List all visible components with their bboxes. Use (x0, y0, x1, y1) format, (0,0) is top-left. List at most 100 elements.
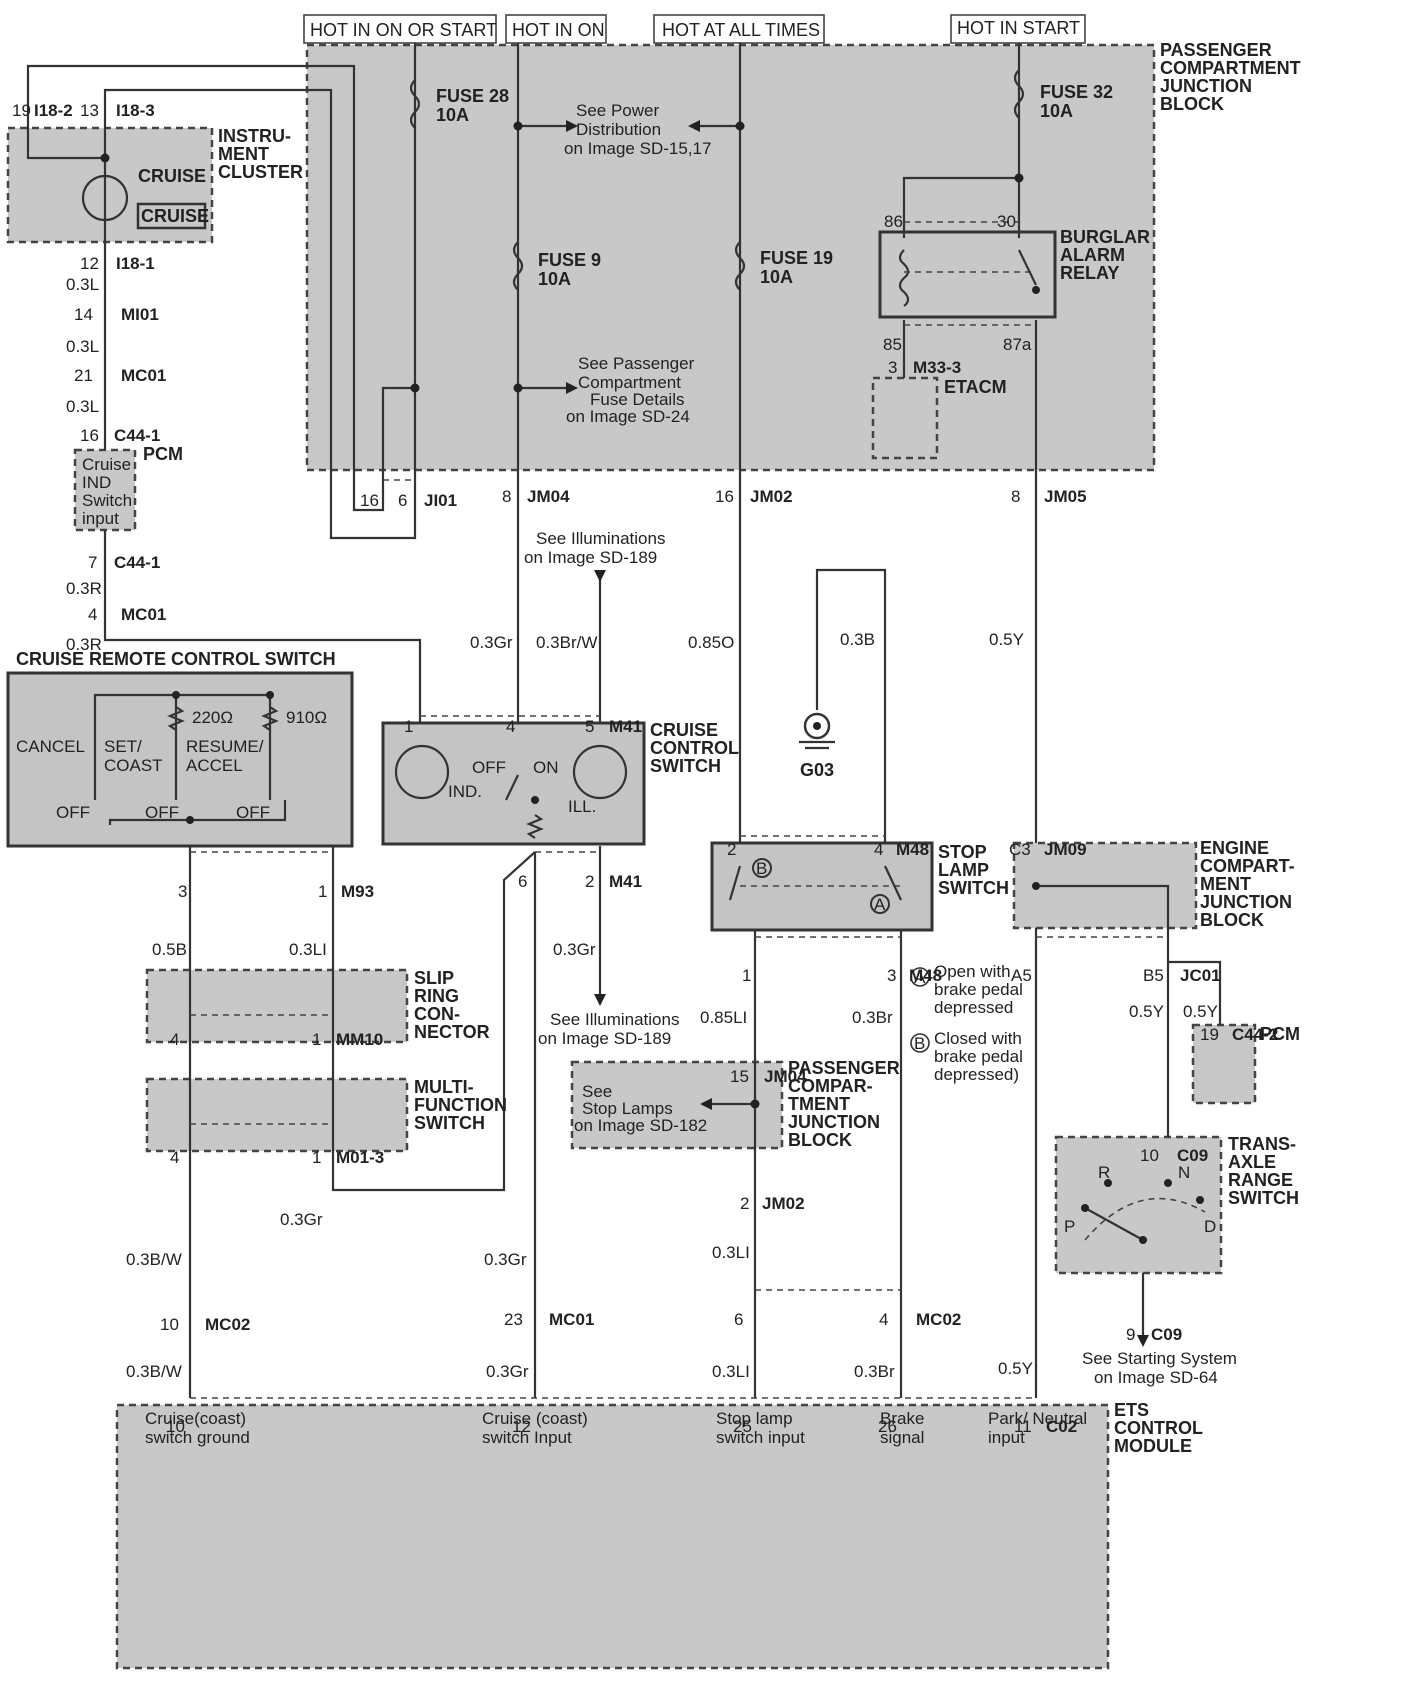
remote-off-1: OFF (56, 803, 90, 822)
cruise-indicator-label: CRUISE (141, 206, 209, 226)
multi-function-box (145, 1077, 409, 1153)
connector-label: 8 (1011, 487, 1020, 506)
connector-label: MC01 (121, 366, 166, 385)
trans-range-label: TRANS- (1228, 1134, 1296, 1154)
connector-label: 16 (80, 426, 99, 445)
ref-power-dist[interactable]: See Power (576, 101, 659, 120)
engine-jb-label: ENGINE (1200, 838, 1269, 858)
burglar-relay-label: ALARM (1060, 245, 1125, 265)
ccs-ind: IND. (448, 782, 482, 801)
reference-labels[interactable]: See Power Distribution on Image SD-15,17… (524, 101, 1237, 1387)
connector-label: JM04 (764, 1067, 807, 1086)
connector-label: 4 (88, 605, 97, 624)
connector-label: A5 (1011, 966, 1032, 985)
connector-label: JM09 (1044, 840, 1087, 859)
connector-label: 12 (512, 1417, 531, 1436)
note-b: Closed with (934, 1029, 1022, 1048)
ref-power-dist[interactable]: on Image SD-15,17 (564, 139, 711, 158)
ref-illum-bottom[interactable]: on Image SD-189 (538, 1029, 671, 1048)
connector-label: 0.5B (152, 940, 187, 959)
connector-label: 0.3R (66, 635, 102, 654)
trans-range-label: RANGE (1228, 1170, 1293, 1190)
trans-range-label: SWITCH (1228, 1188, 1299, 1208)
connector-label: 4 (506, 717, 515, 736)
ref-pcjb-fuse[interactable]: Compartment (578, 373, 681, 392)
fuse32-label: FUSE 32 (1040, 82, 1113, 102)
ref-illum-top[interactable]: on Image SD-189 (524, 548, 657, 567)
wires (26, 43, 1222, 1398)
connector-label: 1 (312, 1148, 321, 1167)
ccs-label: CRUISE (650, 720, 718, 740)
stop-lamp-label: LAMP (938, 860, 989, 880)
connector-label: MC01 (121, 605, 166, 624)
connector-label: 9 (1126, 1325, 1135, 1344)
junction-dots (100, 121, 1024, 1109)
connector-label: 0.3Br (854, 1362, 895, 1381)
connector-label: 1 (404, 717, 413, 736)
connector-label: 1 (742, 966, 751, 985)
component-labels: PASSENGER COMPARTMENT JUNCTION BLOCK INS… (16, 40, 1301, 1456)
remote-off-3: OFF (236, 803, 270, 822)
fuse32-rating: 10A (1040, 101, 1073, 121)
pcm-input-label: input (82, 509, 119, 528)
ref-starting[interactable]: See Starting System (1082, 1349, 1237, 1368)
fuse9-rating: 10A (538, 269, 571, 289)
connector-label: 0.3R (66, 579, 102, 598)
ref-illum-top[interactable]: See Illuminations (536, 529, 665, 548)
cruise-lamp (81, 174, 129, 222)
ref-stop-lamps[interactable]: on Image SD-182 (574, 1116, 707, 1135)
resistor-220: 220Ω (192, 708, 233, 727)
header-hot-on: HOT IN ON (512, 20, 605, 40)
ref-pcjb-fuse[interactable]: See Passenger (578, 354, 695, 373)
arrows (566, 120, 1149, 1347)
connector-label: 0.3LI (289, 940, 327, 959)
ets-input-stop-lamp: switch input (716, 1428, 805, 1447)
ref-pcjb-fuse[interactable]: Fuse Details (590, 390, 684, 409)
ccs-label: CONTROL (650, 738, 739, 758)
connector-label: MI01 (121, 305, 159, 324)
prnd-n: N (1178, 1163, 1190, 1182)
connector-label: 87a (1003, 335, 1032, 354)
multi-function-label: SWITCH (414, 1113, 485, 1133)
connector-label: 0.3L (66, 397, 99, 416)
connector-label: 10 (1140, 1146, 1159, 1165)
pcm-input-label: Cruise (82, 455, 131, 474)
ref-stop-lamps[interactable]: See (582, 1082, 612, 1101)
pcjb-top-label: COMPARTMENT (1160, 58, 1301, 78)
connector-label: M01-3 (336, 1148, 384, 1167)
connector-label: 6 (518, 872, 527, 891)
remote-set: SET/ (104, 737, 142, 756)
connector-label: 2 (740, 1194, 749, 1213)
burglar-relay-box (878, 230, 1057, 319)
connector-label: 85 (883, 335, 902, 354)
instrument-cluster-label: INSTRU- (218, 126, 291, 146)
ets-input-coast-input: Cruise (coast) (482, 1409, 588, 1428)
connector-label: 86 (884, 212, 903, 231)
engine-jb-label: COMPART- (1200, 856, 1295, 876)
connector-label: 30 (997, 212, 1016, 231)
connector-label: 0.3Br (852, 1008, 893, 1027)
instrument-cluster-label: MENT (218, 144, 269, 164)
switch-notes: A Open with brake pedal depressed B Clos… (910, 962, 1023, 1084)
connector-label: 0.5Y (1129, 1002, 1164, 1021)
remote-internals (93, 691, 287, 825)
ref-illum-bottom[interactable]: See Illuminations (550, 1010, 679, 1029)
connector-label: 0.3LI (712, 1243, 750, 1262)
connector-label: 4 (170, 1148, 179, 1167)
pcm-label: PCM (143, 444, 183, 464)
connector-label: 0.3L (66, 275, 99, 294)
fuse28-label: FUSE 28 (436, 86, 509, 106)
note-a: brake pedal (934, 980, 1023, 999)
ref-starting[interactable]: on Image SD-64 (1094, 1368, 1218, 1387)
connector-label: 4 (874, 840, 883, 859)
ref-pcjb-fuse[interactable]: on Image SD-24 (566, 407, 690, 426)
ref-power-dist[interactable]: Distribution (576, 120, 661, 139)
ets-label: MODULE (1114, 1436, 1192, 1456)
connector-label: JM02 (762, 1194, 805, 1213)
fuse19-label: FUSE 19 (760, 248, 833, 268)
ref-stop-lamps[interactable]: Stop Lamps (582, 1099, 673, 1118)
fuse9-label: FUSE 9 (538, 250, 601, 270)
slip-ring-label: NECTOR (414, 1022, 490, 1042)
connector-label: M41 (609, 872, 642, 891)
